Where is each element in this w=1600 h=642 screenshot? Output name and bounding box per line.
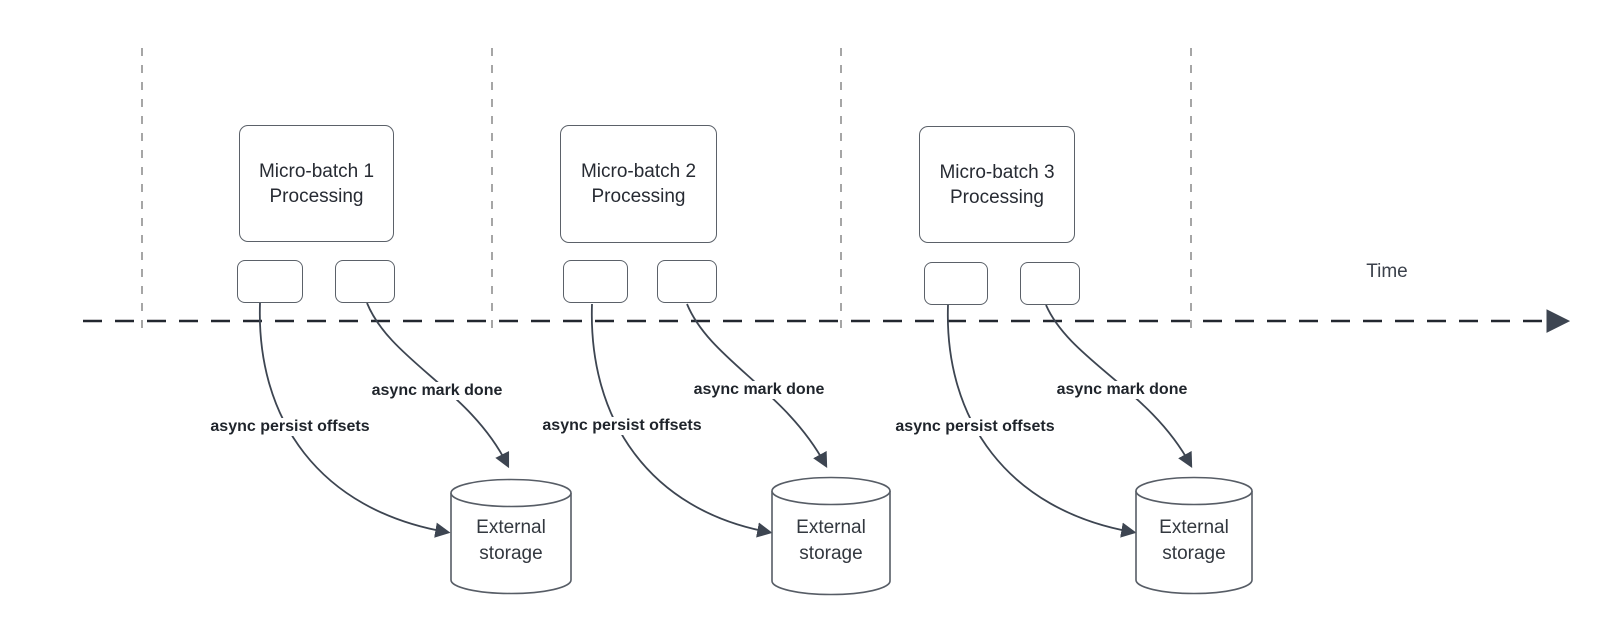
external-storage-label-1-line2: storage [479,543,543,564]
micro-batch-3-title-line1: Micro-batch 3 [939,161,1055,183]
persist-offsets-label-2: async persist offsets [539,417,705,435]
external-storage-label-2-line2: storage [799,543,863,564]
external-storage-label-3: External storage [1159,515,1229,567]
external-storage-label-1-line1: External [476,517,546,538]
external-storage-label-3-line2: storage [1162,543,1226,564]
external-storage-label-1: External storage [476,515,546,567]
external-storage-label-2-line1: External [796,517,866,538]
persist-offsets-arrow-3 [947,304,1137,538]
external-storage-cylinder-3 [1135,476,1253,595]
micro-batch-1-offset-chip [237,260,303,303]
micro-batch-2-offset-chip [563,260,628,303]
mark-done-label-2: async mark done [690,381,828,399]
mark-done-arrow-1 [366,302,510,469]
micro-batch-1-processing-box: Micro-batch 1 Processing [239,125,394,242]
micro-batch-3-done-chip [1020,262,1080,305]
mark-done-arrow-2 [686,303,828,469]
micro-batch-2-processing-box: Micro-batch 2 Processing [560,125,717,243]
mark-done-label-1: async mark done [368,382,506,400]
mark-done-arrow-3 [1045,304,1193,469]
external-storage-label-2: External storage [796,515,866,567]
external-storage-cylinder-1 [450,478,572,595]
persist-offsets-arrow-2 [591,303,773,538]
persist-offsets-label-1: async persist offsets [207,418,373,436]
micro-batch-2-title-line2: Processing [591,186,686,207]
micro-batch-3-offset-chip [924,262,988,305]
external-storage-label-3-line1: External [1159,517,1229,538]
micro-batch-1-title-line2: Processing [269,185,364,207]
micro-batch-1-done-chip [335,260,395,303]
persist-offsets-arrow-1 [259,302,451,538]
micro-batch-3-title-line2: Processing [950,186,1044,208]
time-axis-label: Time [1366,261,1408,282]
persist-offsets-label-3: async persist offsets [892,418,1058,436]
mark-done-label-3: async mark done [1053,381,1191,399]
micro-batch-2-done-chip [657,260,717,303]
micro-batch-3-processing-box: Micro-batch 3 Processing [919,126,1075,243]
micro-batch-1-title-line1: Micro-batch 1 [258,160,375,182]
external-storage-cylinder-2 [771,476,891,596]
micro-batch-2-title-line1: Micro-batch 2 [580,161,697,182]
